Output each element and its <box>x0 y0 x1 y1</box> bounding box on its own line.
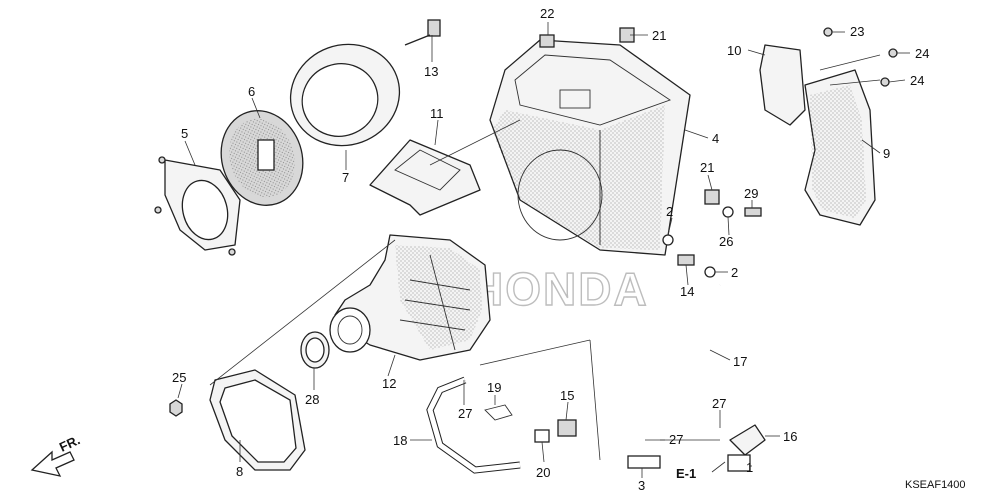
breather-tube-18-part <box>426 376 521 474</box>
drain-tube-17-part <box>632 284 723 420</box>
callout-23: 23 <box>850 24 864 39</box>
callout-3: 3 <box>638 478 645 493</box>
callout-9: 9 <box>883 146 890 161</box>
callout-21b: 21 <box>700 160 714 175</box>
callout-2a: 2 <box>666 204 673 219</box>
nut-25-part <box>169 399 183 417</box>
callout-8: 8 <box>236 464 243 479</box>
callout-28: 28 <box>305 392 319 407</box>
clip-19-part <box>484 404 513 421</box>
callout-24b: 24 <box>910 73 924 88</box>
leader-lines <box>177 22 910 478</box>
bracket-part <box>369 139 481 216</box>
callout-27c: 27 <box>712 396 726 411</box>
diagram-code: KSEAF1400 <box>905 479 966 491</box>
callout-4: 4 <box>712 131 719 146</box>
callout-11: 11 <box>430 106 444 121</box>
cap-15-part <box>557 419 577 437</box>
screw-13-part <box>404 19 441 46</box>
grommet-22-part <box>539 34 555 48</box>
air-cleaner-case-part <box>489 39 691 256</box>
callout-10: 10 <box>727 43 741 58</box>
gasket-part <box>209 369 306 471</box>
callout-16: 16 <box>783 429 797 444</box>
callout-7: 7 <box>342 170 349 185</box>
callout-13: 13 <box>424 64 438 79</box>
callout-29: 29 <box>744 186 758 201</box>
joint-3-part <box>627 455 661 469</box>
clip-2a-part <box>662 234 674 246</box>
callout-15: 15 <box>560 388 574 403</box>
intake-duct-part <box>329 234 491 361</box>
drain-plug-16-part <box>729 424 766 456</box>
callout-20: 20 <box>536 465 550 480</box>
callout-18: 18 <box>393 433 407 448</box>
callout-26: 26 <box>719 234 733 249</box>
clip-2b-part <box>704 266 716 278</box>
callout-14: 14 <box>680 284 694 299</box>
callout-17: 17 <box>733 354 747 369</box>
bolt-24b-part <box>880 77 890 87</box>
callout-2b: 2 <box>731 265 738 280</box>
guard-plate-part <box>759 44 806 126</box>
washer-26-part <box>722 206 734 218</box>
callout-24a: 24 <box>915 46 929 61</box>
clip-21-part <box>619 27 720 205</box>
callout-labels: 1 2 2 3 4 5 6 7 8 9 10 11 12 13 14 15 16… <box>172 6 929 493</box>
callout-5: 5 <box>181 126 188 141</box>
side-cover-part <box>804 69 876 226</box>
callout-19: 19 <box>487 380 501 395</box>
callout-21a: 21 <box>652 28 666 43</box>
callout-1: 1 <box>746 460 753 475</box>
brand-watermark: HONDA <box>470 263 649 315</box>
arrow-left-icon <box>30 450 75 477</box>
clamp-band-part <box>300 331 330 369</box>
callout-12: 12 <box>382 376 396 391</box>
section-reference-label: E-1 <box>676 466 696 481</box>
fitting-14-part <box>677 254 695 266</box>
air-filter-element-part <box>220 110 304 206</box>
callout-27b: 27 <box>669 432 683 447</box>
element-frame-part <box>289 43 401 147</box>
direction-label: FR. <box>57 432 82 454</box>
holder-plate-part <box>154 156 241 256</box>
bolt-23-part <box>823 27 833 37</box>
callout-27a: 27 <box>458 406 472 421</box>
bolt-29-part <box>744 207 762 217</box>
clip-1-part <box>727 454 751 472</box>
bolt-24a-part <box>888 48 898 58</box>
callout-25: 25 <box>172 370 186 385</box>
cap-20-part <box>534 429 550 443</box>
callout-6: 6 <box>248 84 255 99</box>
front-direction-indicator: FR. <box>30 432 82 477</box>
callout-22: 22 <box>540 6 554 21</box>
